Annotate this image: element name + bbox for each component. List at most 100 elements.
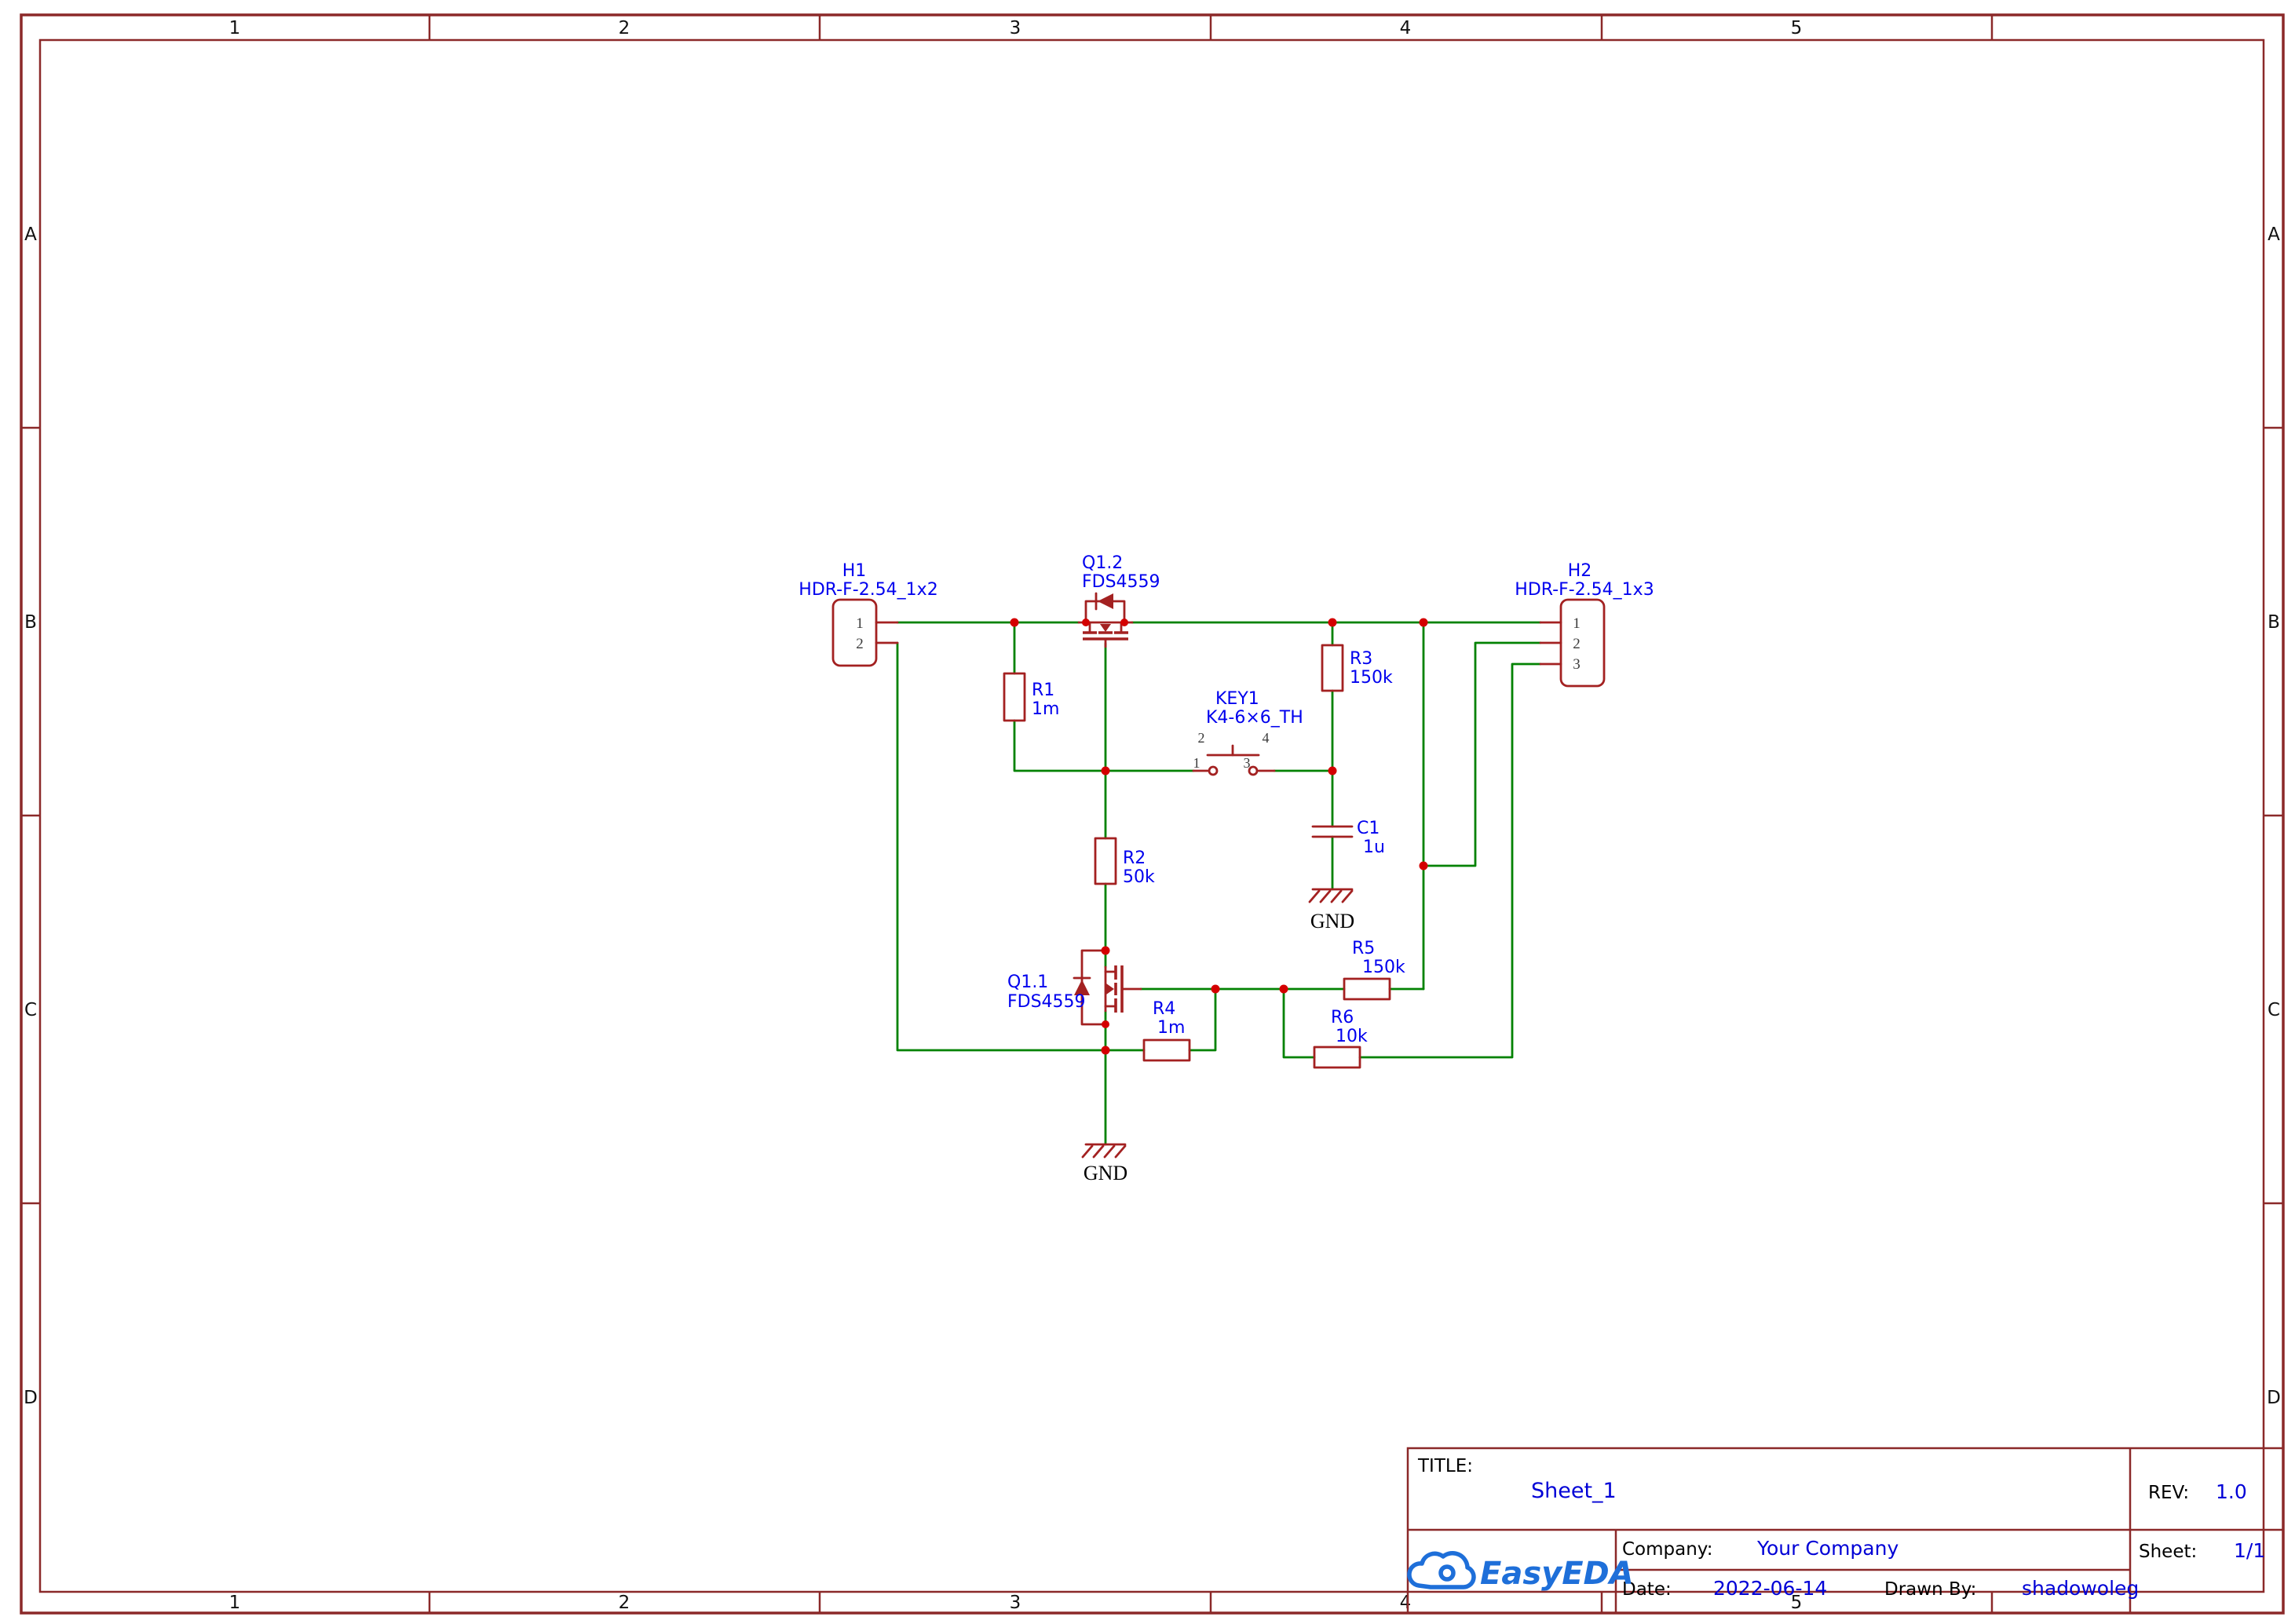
component-r6[interactable]: R6 10k [1313, 1008, 1368, 1069]
r1-value-label[interactable]: 1m [1032, 699, 1059, 719]
q1-1-ref-label[interactable]: Q1.1 [1007, 973, 1048, 992]
date-value[interactable]: 2022-06-14 [1713, 1577, 1827, 1600]
row-label: A [2268, 224, 2280, 245]
h2-ref-label[interactable]: H2 [1568, 561, 1592, 581]
key1-value-label[interactable]: K4-6×6_TH [1206, 708, 1303, 728]
frame-row-labels-left: A B C D [24, 224, 38, 1408]
sheet-value[interactable]: 1/1 [2234, 1539, 2265, 1562]
pin-number: 1 [1573, 615, 1581, 632]
wire-segment[interactable] [1358, 662, 1542, 1059]
component-r2[interactable]: R2 50k [1094, 837, 1155, 887]
pin-number: 3 [1573, 656, 1581, 673]
column-label: 1 [229, 18, 241, 38]
q1-2-ref-label[interactable]: Q1.2 [1082, 553, 1123, 573]
pin-number: 1 [856, 615, 864, 632]
r3-ref-label[interactable]: R3 [1350, 649, 1372, 669]
component-r4[interactable]: R4 1m [1142, 999, 1191, 1062]
body-diode-triangle [1074, 980, 1090, 995]
wire-segment[interactable] [1013, 719, 1195, 772]
junction-dot [1120, 619, 1128, 626]
title-block: TITLE: Sheet_1 REV: 1.0 Company: Your Co… [1406, 1447, 2285, 1615]
row-label: B [2268, 612, 2280, 633]
q1-2-value-label[interactable]: FDS4559 [1082, 572, 1160, 592]
drawn-by-value[interactable]: shadowoleg [2022, 1577, 2139, 1600]
resistor-body [1343, 977, 1391, 1001]
h1-ref-label[interactable]: H1 [842, 561, 867, 581]
body-diode-triangle [1098, 593, 1113, 609]
pin-number: 4 [1263, 730, 1270, 746]
column-label: 3 [1010, 18, 1021, 38]
component-key1[interactable]: KEY1 K4-6×6_TH 2 4 1 3 [1192, 689, 1303, 776]
mosfet-arrow [1100, 624, 1111, 632]
row-label: B [24, 612, 37, 633]
component-q1-2[interactable]: Q1.2 FDS4559 [1077, 553, 1160, 648]
r4-value-label[interactable]: 1m [1157, 1018, 1185, 1038]
q1-1-value-label[interactable]: FDS4559 [1007, 992, 1086, 1012]
component-h2[interactable]: H2 HDR-F-2.54_1x3 1 2 3 [1515, 561, 1654, 688]
junction-dot [1101, 1046, 1110, 1055]
r4-ref-label[interactable]: R4 [1153, 999, 1175, 1019]
component-c1[interactable]: C1 1u [1311, 819, 1385, 857]
c1-value-label[interactable]: 1u [1363, 838, 1385, 857]
component-h1[interactable]: H1 HDR-F-2.54_1x2 1 2 [798, 561, 938, 667]
frame-column-ticks [428, 15, 1994, 1613]
title-label: TITLE: [1417, 1456, 1473, 1476]
resistor-body [1321, 644, 1344, 692]
column-label: 4 [1400, 18, 1412, 38]
column-label: 5 [1791, 1593, 1803, 1613]
row-label: A [24, 224, 37, 245]
connector-body [831, 598, 878, 667]
frame-outer-border [20, 13, 2285, 1615]
easyeda-cloud-icon [1407, 1551, 1476, 1589]
ground-symbol-a[interactable]: GND [1308, 888, 1354, 932]
sheet-title-value[interactable]: Sheet_1 [1531, 1479, 1617, 1503]
h2-value-label[interactable]: HDR-F-2.54_1x3 [1515, 580, 1654, 600]
rev-value[interactable]: 1.0 [2216, 1480, 2247, 1503]
component-r5[interactable]: R5 150k [1343, 939, 1405, 1001]
r2-ref-label[interactable]: R2 [1123, 848, 1146, 868]
pin-number: 1 [1193, 755, 1200, 771]
h1-value-label[interactable]: HDR-F-2.54_1x2 [798, 580, 937, 600]
r3-value-label[interactable]: 150k [1350, 668, 1393, 688]
junction-dot [1101, 946, 1110, 955]
company-value[interactable]: Your Company [1756, 1537, 1898, 1560]
r6-value-label[interactable]: 10k [1336, 1027, 1368, 1046]
r2-value-label[interactable]: 50k [1123, 867, 1155, 887]
wire-segment[interactable] [1282, 987, 1316, 1059]
date-label: Date: [1622, 1579, 1672, 1600]
junction-dot [1010, 618, 1019, 627]
junction-dot [1102, 1020, 1109, 1028]
frame-row-ticks [21, 426, 2283, 1205]
component-r3[interactable]: R3 150k [1321, 644, 1393, 692]
frame-column-labels-bottom: 1 2 3 4 5 [229, 1593, 1803, 1613]
junction-dot [1328, 766, 1337, 776]
key1-ref-label[interactable]: KEY1 [1215, 689, 1259, 709]
resistor-body [1313, 1046, 1361, 1069]
component-q1-1[interactable]: Q1.1 FDS4559 [1007, 949, 1142, 1026]
button-contact [1208, 765, 1219, 776]
wire-segment[interactable] [1422, 641, 1542, 867]
gnd-hatch [1092, 1144, 1105, 1159]
easyeda-logo: EasyEDA [1407, 1551, 1634, 1592]
pin-number: 2 [1573, 636, 1581, 652]
pin-number: 2 [1198, 730, 1205, 746]
r6-ref-label[interactable]: R6 [1331, 1008, 1354, 1027]
r5-value-label[interactable]: 150k [1362, 958, 1405, 977]
row-label: D [2267, 1388, 2281, 1408]
wire-segment[interactable] [896, 641, 1146, 1052]
pin-number: 3 [1244, 755, 1251, 771]
drawn-by-label: Drawn By: [1884, 1579, 1976, 1600]
wire-segment[interactable] [1188, 987, 1217, 1052]
component-r1[interactable]: R1 1m [1003, 672, 1059, 722]
r1-ref-label[interactable]: R1 [1032, 681, 1054, 700]
gnd-hatch [1114, 1144, 1127, 1159]
c1-ref-label[interactable]: C1 [1357, 819, 1380, 838]
frame-column-labels-top: 1 2 3 4 5 [229, 18, 1803, 38]
sheet-frame: 1 2 3 4 5 1 2 3 4 5 A B C D A B C D [20, 13, 2285, 1615]
ground-symbol-b[interactable]: GND [1081, 1143, 1127, 1184]
connector-body [1559, 598, 1606, 688]
r5-ref-label[interactable]: R5 [1352, 939, 1375, 958]
gnd-net-label: GND [1310, 910, 1354, 932]
